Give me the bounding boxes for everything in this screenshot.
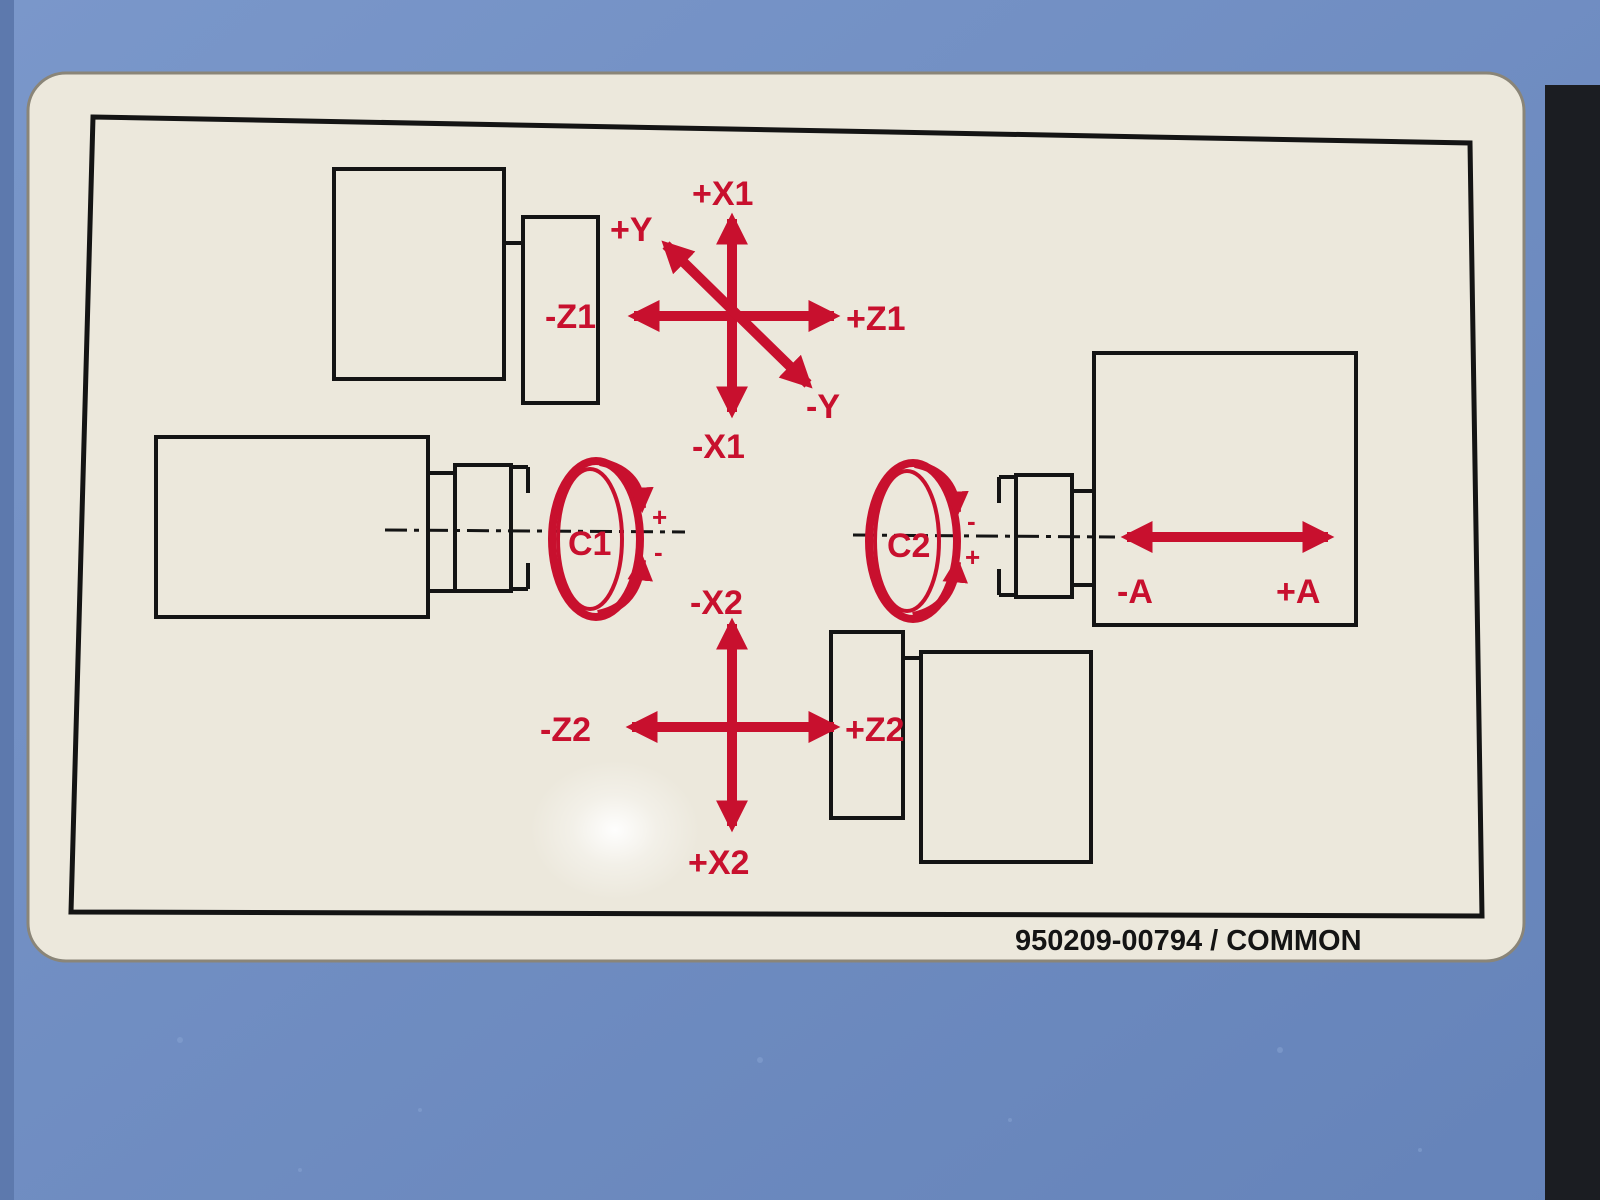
axis-arrows	[625, 212, 1335, 833]
label-minus-x2: -X2	[690, 584, 743, 622]
axis-label-sticker: +X1 -X1 +Y -Y -Z1 +Z1 C1 C2 + - - + -A +…	[26, 71, 1526, 963]
label-minus-z2: -Z2	[540, 711, 591, 749]
glare-spot	[530, 760, 700, 900]
label-plus-z2: +Z2	[845, 711, 905, 749]
upper-turret-body	[332, 167, 506, 381]
y-axis-arrow	[661, 240, 813, 389]
c2-rotation-symbol	[865, 459, 969, 623]
sticker-border	[68, 114, 1485, 919]
label-c2-plus: +	[965, 542, 980, 572]
left-chuck-jaws	[453, 463, 513, 593]
c1-ring-outer	[548, 457, 644, 621]
label-c1: C1	[568, 525, 611, 563]
c1-rotation-symbol	[548, 457, 654, 621]
label-minus-z1: -Z1	[545, 298, 596, 336]
label-plus-x1: +X1	[692, 175, 753, 213]
label-minus-a: -A	[1117, 573, 1153, 611]
c1-rotate-plus-arrow	[599, 458, 654, 514]
machine-diagram	[154, 167, 1358, 864]
c2-rotate-plus-arrow	[912, 556, 968, 620]
label-c2-minus: -	[967, 506, 976, 536]
label-c1-plus: +	[652, 502, 667, 532]
panel-left-seam	[0, 0, 14, 1200]
label-minus-y: -Y	[806, 388, 840, 426]
label-plus-a: +A	[1276, 573, 1320, 611]
lower-turret-body	[919, 650, 1093, 864]
c2-ring-outer	[865, 459, 961, 623]
right-centerline	[852, 533, 1116, 539]
c2-ring-inner	[873, 469, 941, 613]
part-number-label: 950209-00794 / COMMON	[1015, 925, 1362, 957]
label-c2: C2	[887, 527, 930, 565]
c1-ring-inner	[556, 467, 624, 611]
sticker-background	[26, 71, 1526, 963]
left-centerline	[384, 528, 686, 534]
label-minus-x1: -X1	[692, 428, 745, 466]
spindle-centerlines	[384, 528, 1116, 539]
label-c1-minus: -	[654, 537, 663, 567]
c2-rotate-minus-arrow	[914, 460, 969, 518]
label-plus-x2: +X2	[688, 844, 749, 882]
label-plus-y: +Y	[610, 211, 653, 249]
panel-texture	[177, 1037, 1422, 1172]
label-plus-z1: +Z1	[846, 300, 906, 338]
panel-edge	[1545, 85, 1600, 1200]
axis-labels: +X1 -X1 +Y -Y -Z1 +Z1 C1 C2 + - - + -A +…	[540, 175, 1320, 882]
c1-rotate-minus-arrow	[597, 554, 653, 618]
